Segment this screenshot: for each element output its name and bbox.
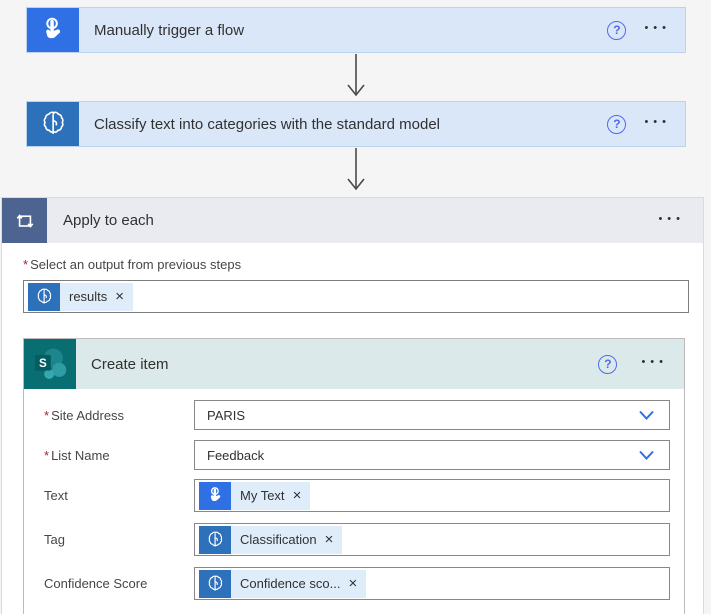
field-row-text: Text My Text ×	[44, 479, 670, 512]
ai-builder-brain-icon	[199, 569, 231, 598]
list-name-label: *List Name	[44, 448, 194, 463]
apply-to-each-container: Apply to each ••• *Select an output from…	[1, 197, 704, 614]
remove-token-icon[interactable]: ×	[115, 288, 125, 305]
output-select-input[interactable]: results ×	[23, 280, 689, 313]
apply-to-each-header[interactable]: Apply to each •••	[2, 198, 703, 243]
create-item-header[interactable]: S Create item ? •••	[24, 339, 684, 389]
list-name-dropdown[interactable]: Feedback	[194, 440, 670, 470]
trigger-card-title: Manually trigger a flow	[94, 21, 245, 39]
chevron-down-icon[interactable]	[638, 449, 655, 461]
sharepoint-icon: S	[24, 339, 76, 389]
results-token[interactable]: results ×	[28, 282, 134, 311]
field-row-tag: Tag Classification ×	[44, 523, 670, 556]
menu-ellipsis-icon[interactable]: •••	[658, 212, 685, 225]
help-icon[interactable]: ?	[598, 354, 618, 374]
confidence-score-token[interactable]: Confidence sco... ×	[199, 569, 367, 598]
text-label: Text	[44, 488, 194, 503]
menu-ellipsis-icon[interactable]: •••	[644, 22, 671, 34]
tag-label-text: Tag	[44, 532, 65, 547]
ai-builder-brain-icon	[199, 525, 231, 554]
site-address-label: *Site Address	[44, 408, 194, 423]
field-row-confidence-score: Confidence Score Confidence sco... ×	[44, 567, 670, 600]
classify-card[interactable]: Classify text into categories with the s…	[26, 101, 686, 147]
required-asterisk: *	[23, 257, 29, 272]
output-select-label: *Select an output from previous steps	[23, 257, 241, 272]
required-asterisk: *	[44, 407, 50, 423]
help-icon[interactable]: ?	[607, 114, 627, 134]
apply-to-each-title: Apply to each	[63, 212, 154, 229]
svg-text:S: S	[39, 357, 47, 370]
token-label: Confidence sco...	[240, 576, 341, 591]
ai-builder-brain-icon	[27, 102, 79, 146]
field-row-list-name: *List Name Feedback	[44, 440, 670, 470]
remove-token-icon[interactable]: ×	[348, 575, 358, 592]
text-input[interactable]: My Text ×	[194, 479, 670, 512]
help-icon[interactable]: ?	[607, 20, 627, 40]
chevron-down-icon[interactable]	[638, 409, 655, 421]
remove-token-icon[interactable]: ×	[292, 487, 302, 504]
site-address-label-text: Site Address	[51, 407, 125, 423]
list-name-value: Feedback	[207, 447, 265, 463]
site-address-value: PARIS	[207, 407, 246, 423]
trigger-card[interactable]: Manually trigger a flow ? •••	[26, 7, 686, 53]
menu-ellipsis-icon[interactable]: •••	[641, 356, 668, 368]
connector-arrow-icon	[347, 54, 365, 97]
connector-arrow-icon	[347, 148, 365, 191]
site-address-dropdown[interactable]: PARIS	[194, 400, 670, 430]
create-item-title: Create item	[91, 355, 169, 373]
classification-token[interactable]: Classification ×	[199, 525, 343, 554]
required-asterisk: *	[44, 447, 50, 463]
ai-builder-brain-icon	[28, 282, 60, 311]
manual-trigger-icon	[27, 8, 79, 52]
create-item-card: S Create item ? ••• *Site Address PARIS	[23, 338, 685, 614]
classify-card-title: Classify text into categories with the s…	[94, 115, 441, 133]
tag-label: Tag	[44, 532, 194, 547]
list-name-label-text: List Name	[51, 447, 110, 463]
confidence-score-label-text: Confidence Score	[44, 576, 148, 591]
my-text-token[interactable]: My Text ×	[199, 481, 311, 510]
apply-to-each-loop-icon	[2, 198, 47, 243]
remove-token-icon[interactable]: ×	[324, 531, 334, 548]
confidence-score-input[interactable]: Confidence sco... ×	[194, 567, 670, 600]
token-label: My Text	[240, 488, 285, 503]
field-row-site-address: *Site Address PARIS	[44, 400, 670, 430]
token-label: results	[69, 289, 108, 304]
text-label-text: Text	[44, 488, 68, 503]
output-select-label-text: Select an output from previous steps	[30, 257, 242, 272]
tag-input[interactable]: Classification ×	[194, 523, 670, 556]
menu-ellipsis-icon[interactable]: •••	[644, 116, 671, 128]
manual-trigger-icon	[199, 481, 231, 510]
token-label: Classification	[240, 532, 317, 547]
confidence-score-label: Confidence Score	[44, 576, 194, 591]
